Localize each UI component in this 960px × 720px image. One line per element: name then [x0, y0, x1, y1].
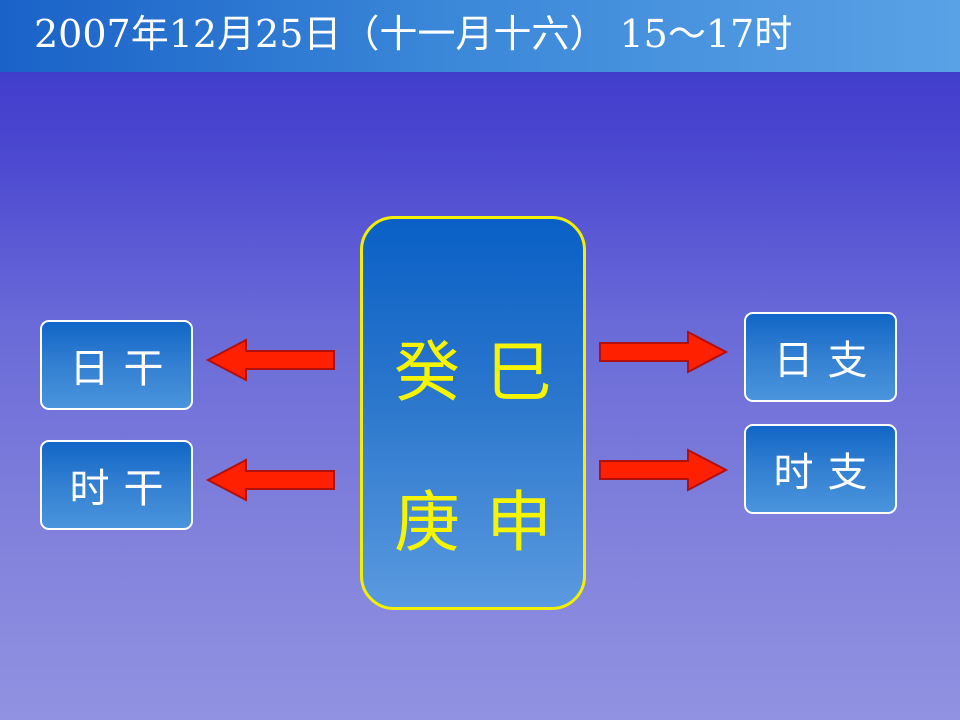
- day-stem-box: 日干: [40, 320, 193, 410]
- left-arrow-icon: [206, 338, 335, 382]
- hour-branch-box: 时支: [744, 424, 897, 514]
- day-pillar-text: 癸巳: [394, 334, 578, 411]
- day-branch-box: 日支: [744, 312, 897, 402]
- right-arrow-icon: [599, 330, 728, 374]
- hour-pillar-text: 庚申: [394, 484, 578, 561]
- title-bar: 2007年12月25日（十一月十六） 15～17时: [0, 0, 960, 72]
- slide-title: 2007年12月25日（十一月十六） 15～17时: [34, 12, 793, 56]
- left-arrow-icon: [206, 458, 335, 502]
- pillars-box: 癸巳 庚申: [360, 216, 586, 610]
- hour-stem-box: 时干: [40, 440, 193, 530]
- right-arrow-icon: [599, 448, 728, 492]
